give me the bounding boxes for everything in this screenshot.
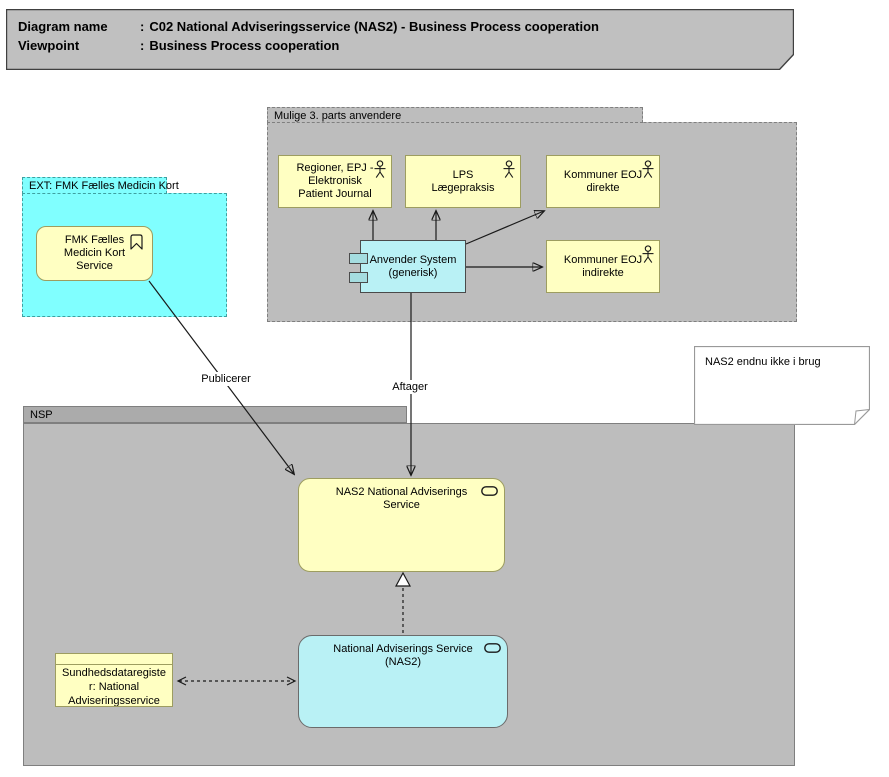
title-row: Diagram name: C02 National Adviseringsser… [18,17,599,36]
node-kommuner-eoj-direkte[interactable]: Kommuner EOJ direkte [546,155,660,208]
label-line: Patient Journal [298,188,372,200]
service-oval-icon [481,486,498,496]
label-line: National Adviserings Service [333,643,473,655]
edge-label-aftager: Aftager [390,380,430,394]
title-row-label: Diagram name [18,19,108,34]
label-line: r: National [88,681,140,693]
note-text: NAS2 endnu ikke i brug [705,356,821,368]
title-row-value: Business Process cooperation [149,38,340,53]
component-tab-icon [349,272,368,283]
node-label: Anvender System (generisk) [361,254,465,280]
node-lps[interactable]: LPS Lægepraksis [405,155,521,208]
note-nas2-not-in-use[interactable]: NAS2 endnu ikke i brug [694,346,870,425]
label-line: (generisk) [388,266,438,279]
node-label: Kommuner EOJ indirekte [547,254,659,280]
node-fmk-service[interactable]: FMK Fælles Medicin Kort Service [36,226,153,281]
edge-label-publicerer: Publicerer [199,372,253,386]
node-anvender-system[interactable]: Anvender System (generisk) [349,240,466,293]
label-line: Anvender System [369,253,457,266]
label-line: Lægepraksis [431,181,495,194]
node-label: FMK Fælles Medicin Kort Service [37,234,152,273]
node-nas2-national-adviserings-service[interactable]: NAS2 National Adviserings Service [298,478,505,572]
title-row-separator: : [140,38,145,53]
label-line: Medicin Kort [63,247,126,259]
node-label: National Adviserings Service (NAS2) [299,643,507,669]
title-block-shape [6,9,794,70]
title-row-value: C02 National Adviseringsservice (NAS2) -… [149,19,599,34]
title-row-label: Viewpoint [18,38,80,53]
label-line: Adviseringsservice [68,695,160,707]
label-line: direkte [586,181,620,194]
label-line: Kommuner EOJ [563,253,643,266]
actor-icon [503,160,515,178]
node-national-adviserings-service-nas2[interactable]: National Adviserings Service (NAS2) [298,635,508,728]
actor-icon [642,160,654,178]
title-row-separator: : [140,19,145,34]
label-line: indirekte [582,266,624,279]
node-sundhedsdataregister[interactable]: Sundhedsdataregiste r: National Adviseri… [55,653,173,707]
group-nsp-tab[interactable]: NSP [23,406,407,423]
node-label: Regioner, EPJ - Elektronisk Patient Jour… [279,162,391,201]
label-line: Kommuner EOJ [563,168,643,181]
label-line: NAS2 National Adviserings [335,486,468,498]
label-line: Elektronisk [308,175,362,187]
label-line: (NAS2) [384,656,422,668]
diagram-title-block[interactable]: Diagram name: C02 National Adviseringsser… [6,9,794,70]
label-line: FMK Fælles [64,234,125,246]
event-bookmark-icon [130,234,143,250]
group-third-party-body[interactable] [267,122,797,322]
title-text: Diagram name: C02 National Adviseringsser… [18,17,599,55]
node-regioner-epj[interactable]: Regioner, EPJ - Elektronisk Patient Jour… [278,155,392,208]
component-tab-icon [349,253,368,264]
group-ext-fmk-label: EXT: FMK Fælles Medicin Kort [29,180,179,192]
group-ext-fmk-tab[interactable]: EXT: FMK Fælles Medicin Kort [22,177,179,194]
service-oval-icon [484,643,501,653]
actor-icon [642,245,654,263]
label-line: Sundhedsdataregiste [62,667,166,679]
node-label: Sundhedsdataregiste r: National Adviseri… [56,666,172,707]
node-label: Kommuner EOJ direkte [547,169,659,195]
compartment-divider [56,654,172,665]
group-nsp-label: NSP [30,409,53,421]
node-kommuner-eoj-indirekte[interactable]: Kommuner EOJ indirekte [546,240,660,293]
label-line: Regioner, EPJ - [296,162,374,174]
actor-icon [374,160,386,178]
label-line: Service [76,260,113,272]
group-third-party-tab[interactable]: Mulige 3. parts anvendere [267,107,643,123]
title-row: Viewpoint: Business Process cooperation [18,36,599,55]
node-label: LPS Lægepraksis [406,169,520,195]
group-third-party-label: Mulige 3. parts anvendere [274,110,402,122]
label-line: Service [383,499,420,511]
label-line: LPS [452,168,474,181]
node-label: NAS2 National Adviserings Service [299,486,504,512]
note-shape [694,346,870,425]
